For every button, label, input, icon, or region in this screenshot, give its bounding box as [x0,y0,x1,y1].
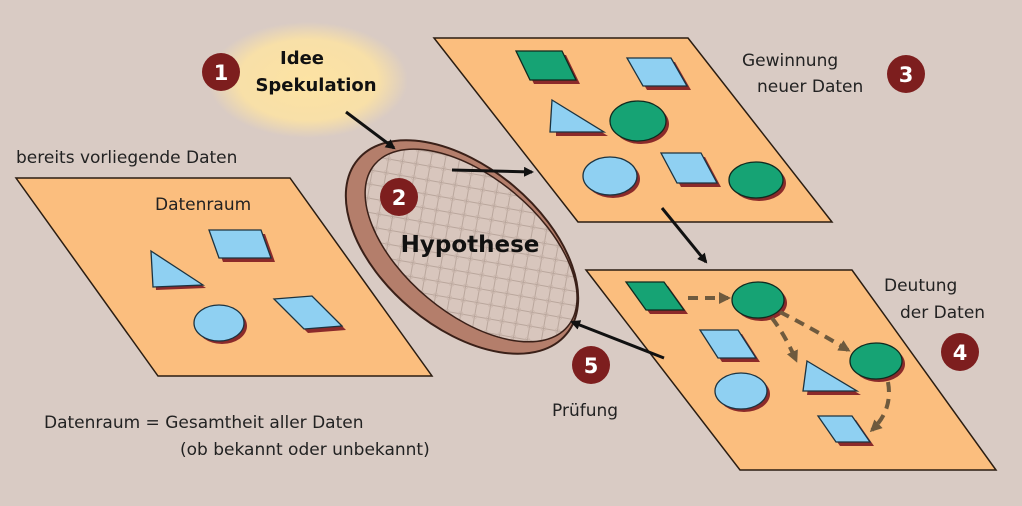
arrow-hypothesis-to-new-data [451,166,534,177]
step-4-label-line2: der Daten [900,303,985,323]
step-5-badge: 5 [572,346,610,384]
ellipse-shape [728,161,784,199]
step-5-number: 5 [584,354,599,378]
parallelogram-shape [208,229,272,259]
arrow-new-data-to-interpretation [660,207,708,264]
step-3-label-line2: neuer Daten [757,77,863,97]
triangle-shape [802,359,860,392]
arrow-idea-to-hypothesis [345,110,396,150]
parallelogram-shape [659,152,719,184]
step-1-badge: 1 [202,53,240,91]
step-4-label-line1: Deutung [884,276,957,296]
left-panel-caption: bereits vorliegende Daten [16,148,237,168]
arrow-check-to-hypothesis [570,320,665,360]
hypothesis-label: Hypothese [401,232,540,258]
parallelogram-shape [514,50,578,81]
step-5-label: Prüfung [552,401,618,421]
parallelogram-shape [624,281,686,311]
step-2-badge: 2 [380,178,418,216]
triangle-shape [549,98,607,133]
step-2-number: 2 [392,186,407,210]
relation-arrow [869,381,891,433]
ellipse-shape [193,304,245,342]
footnote-line2: (ob bekannt oder unbekannt) [180,440,430,460]
left-data-space-panel [14,177,434,377]
ellipse-shape [714,372,768,410]
step-3-badge: 3 [887,55,925,93]
footnote-line1: Datenraum = Gesamtheit aller Daten [44,413,363,433]
ellipse-shape [582,156,638,196]
idea-glow [208,22,408,138]
ellipse-shape [731,281,785,319]
step-4-number: 4 [953,341,968,365]
step-3-label-line1: Gewinnung [742,51,838,71]
parallelogram-shape [816,415,872,443]
step-4-badge: 4 [941,333,979,371]
step-1-number: 1 [214,61,229,85]
interpretation-panel [584,269,998,471]
ellipse-shape [609,100,667,142]
relation-arrow [779,310,851,352]
relation-arrow [770,316,798,363]
triangle-shape [150,249,206,288]
step-1-title-line2: Spekulation [255,75,376,96]
parallelogram-shape [625,57,689,87]
ellipse-shape [849,342,903,380]
step-3-number: 3 [899,63,914,87]
parallelogram-shape [272,295,344,330]
left-panel-title: Datenraum [155,195,251,215]
parallelogram-shape [698,329,758,359]
step-1-title-line1: Idee [280,48,324,69]
new-data-panel [432,37,834,223]
